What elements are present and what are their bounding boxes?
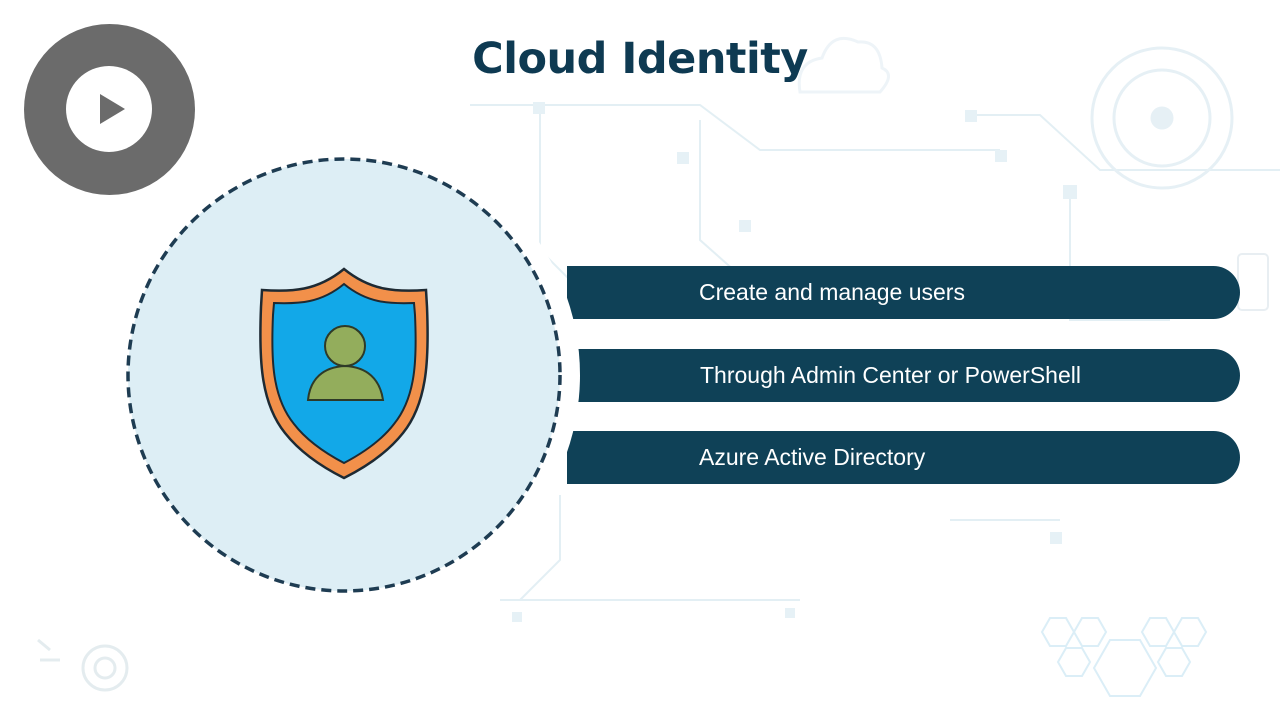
slide-title: Cloud Identity xyxy=(472,34,808,84)
user-shield-icon xyxy=(259,267,429,480)
point-label: Through Admin Center or PowerShell xyxy=(700,362,1081,388)
point-ribbon-2: Through Admin Center or PowerShell xyxy=(568,349,1240,402)
point-ribbon-3: Azure Active Directory xyxy=(567,431,1240,484)
play-triangle xyxy=(100,94,125,124)
user-body xyxy=(306,364,385,401)
play-icon xyxy=(66,66,152,152)
play-button[interactable] xyxy=(24,24,195,195)
point-label: Azure Active Directory xyxy=(699,444,926,470)
point-ribbon-1: Create and manage users xyxy=(567,266,1240,319)
point-label: Create and manage users xyxy=(699,279,965,305)
user-head xyxy=(324,325,366,367)
identity-graphic xyxy=(108,139,580,611)
